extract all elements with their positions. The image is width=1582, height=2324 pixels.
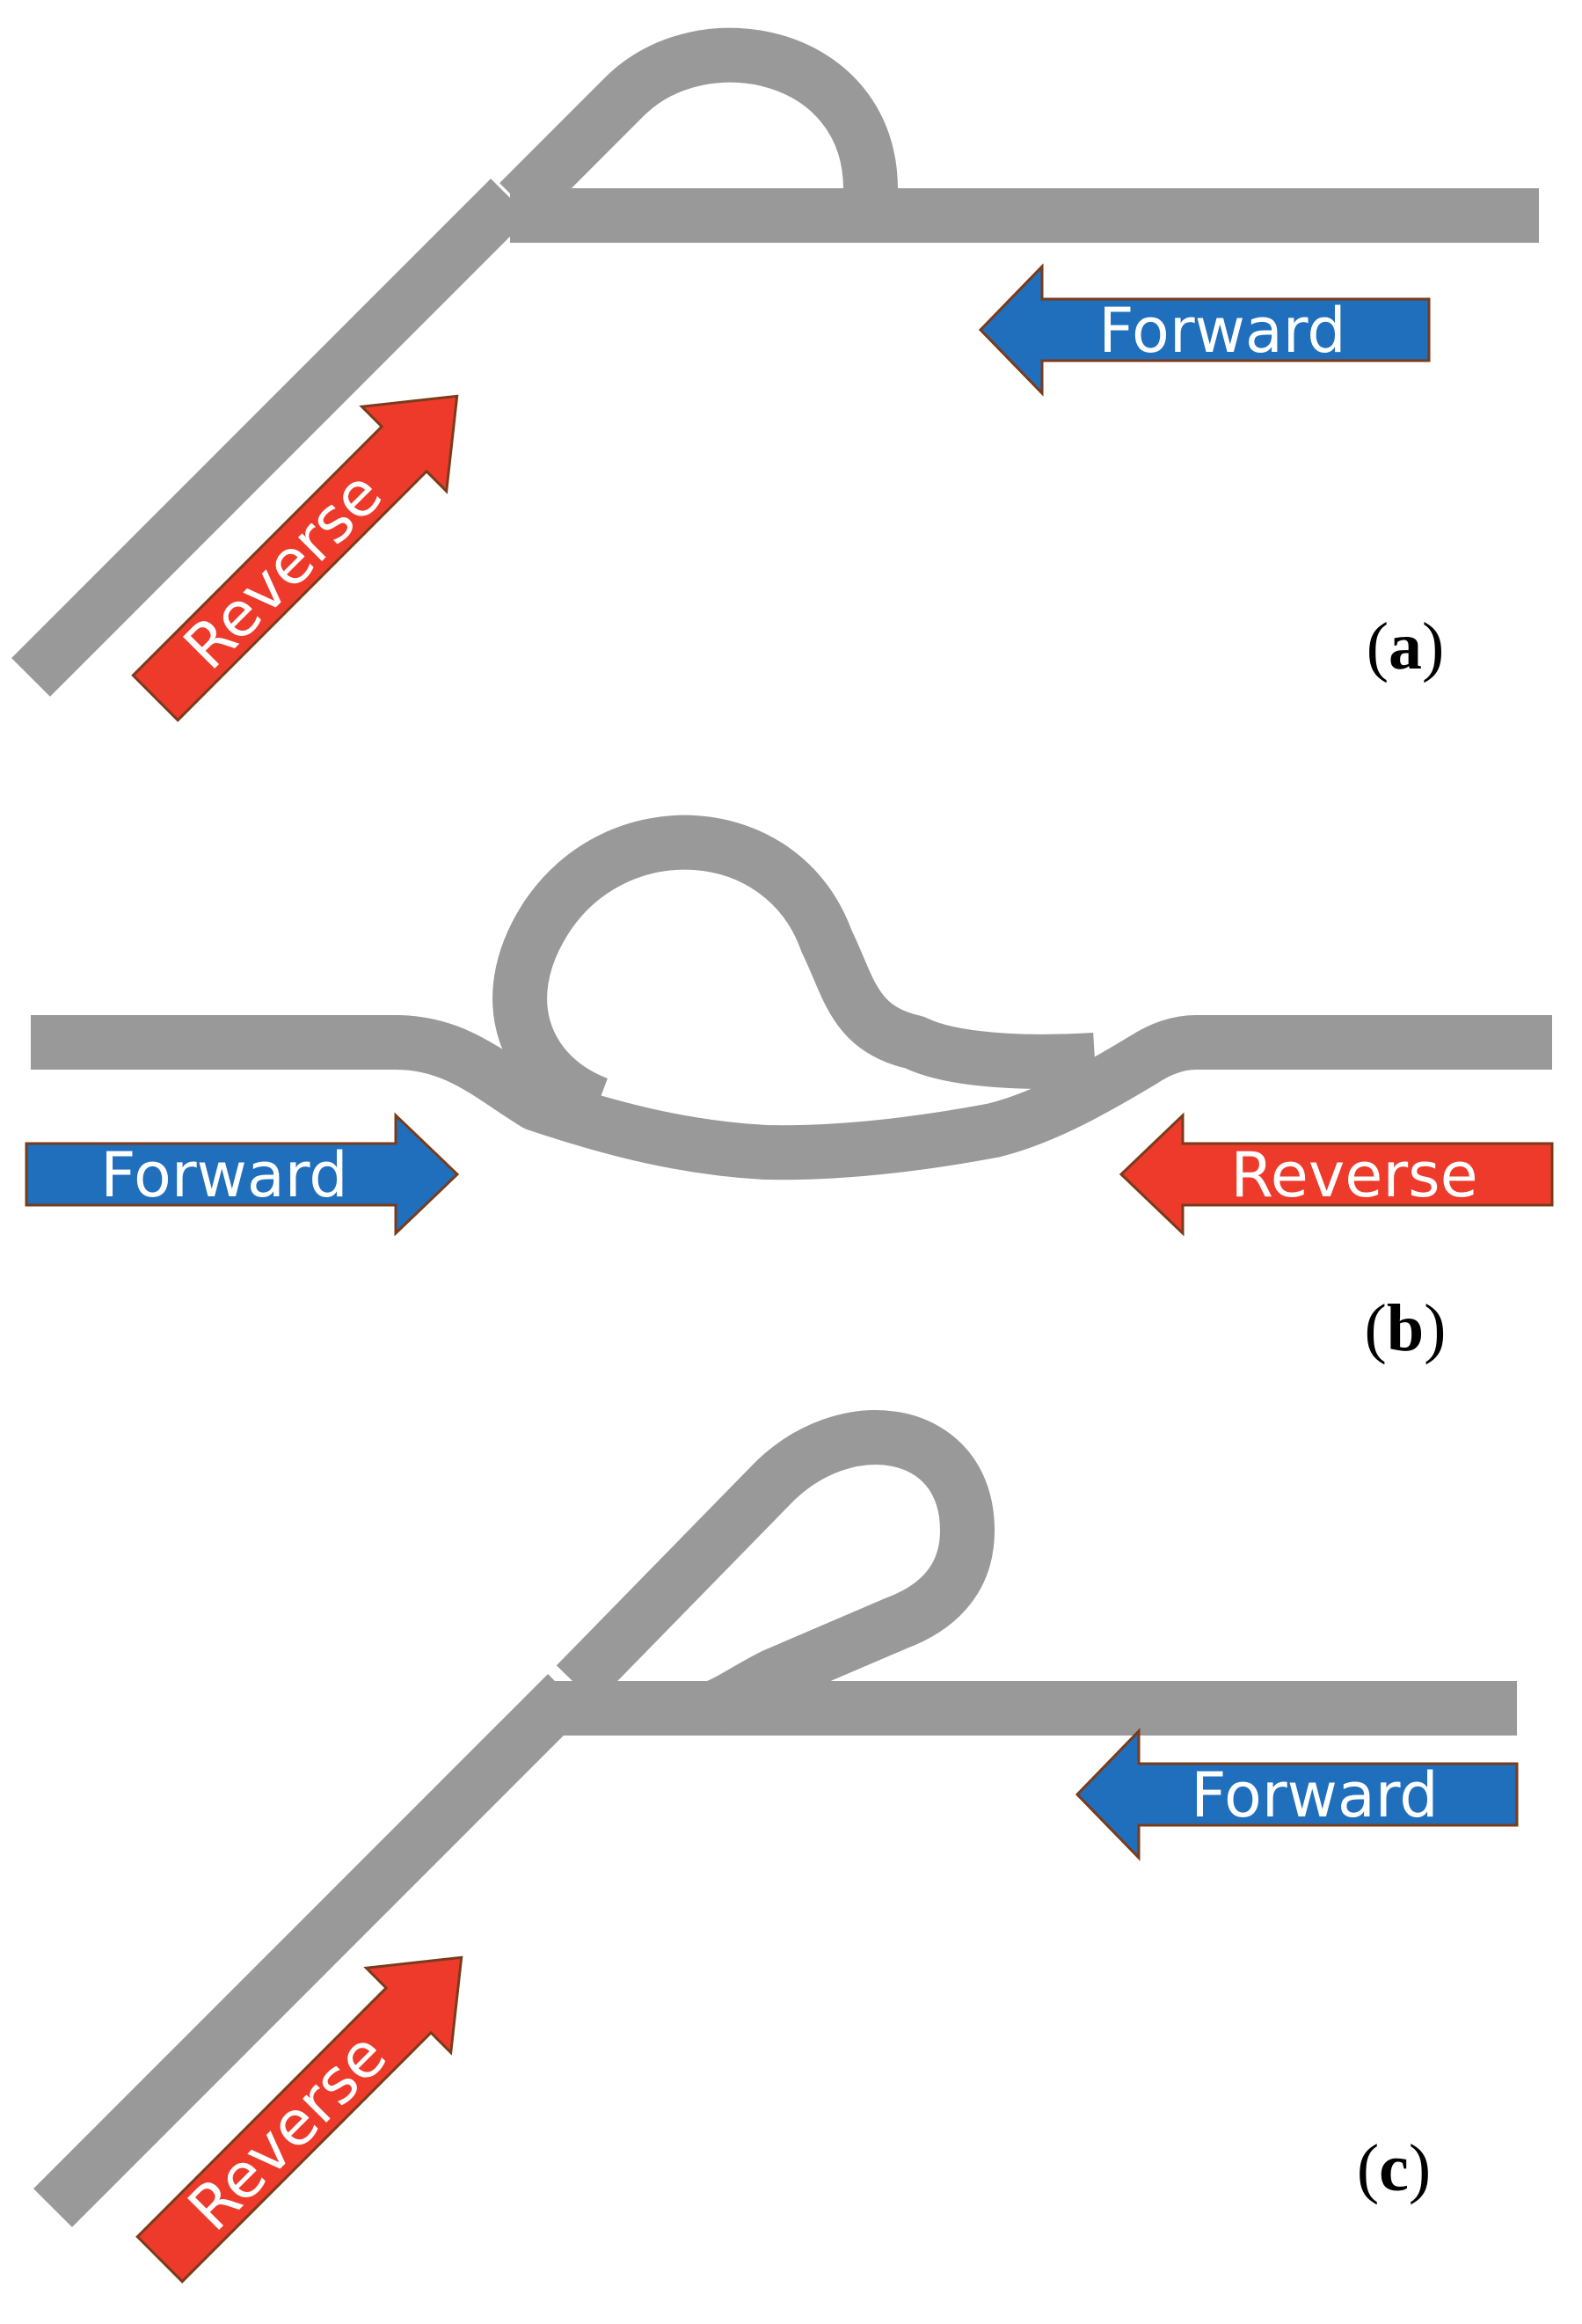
panel-c: Forward Reverse (c) [33,1410,1519,2284]
panel-c-label: (c) [1357,2131,1431,2205]
panel-b-reverse-arrow: Reverse [1119,1112,1554,1237]
panel-c-reverse-arrow-shape [135,1955,463,2284]
panel-c-loop-ramp [556,1410,995,1735]
panel-a-loop-ramp [499,27,898,222]
panel-c-forward-label: Forward [1191,1759,1439,1831]
panel-a-track [11,27,1539,697]
panel-b-track [31,815,1552,1180]
panel-b-forward-label: Forward [100,1139,348,1211]
panel-b: Forward Reverse (b) [25,815,1554,1365]
panel-c-forward-arrow: Forward [1075,1728,1519,1861]
panel-b-forward-arrow: Forward [25,1112,460,1237]
panel-a-forward-label: Forward [1098,295,1346,367]
panel-b-loop-ramp [492,815,1097,1130]
panel-a-forward-arrow-shape [978,263,1431,397]
panel-a-label: (a) [1367,610,1445,683]
panel-c-diagonal-ramp [33,1674,587,2227]
panel-a-diagonal-ramp [11,179,529,697]
panel-c-track [33,1410,1517,2227]
panel-a-forward-arrow: Forward [978,263,1431,397]
panel-b-reverse-arrow-shape [1119,1112,1554,1237]
panel-b-label: (b) [1365,1291,1447,1365]
panel-b-main-road [31,1015,1552,1180]
panel-a: Forward Reverse (a) [11,27,1539,722]
panel-a-reverse-arrow-shape [131,394,459,722]
panel-c-forward-arrow-shape [1075,1728,1519,1861]
panel-b-reverse-label: Reverse [1230,1139,1477,1211]
panel-b-forward-arrow-shape [25,1112,460,1237]
